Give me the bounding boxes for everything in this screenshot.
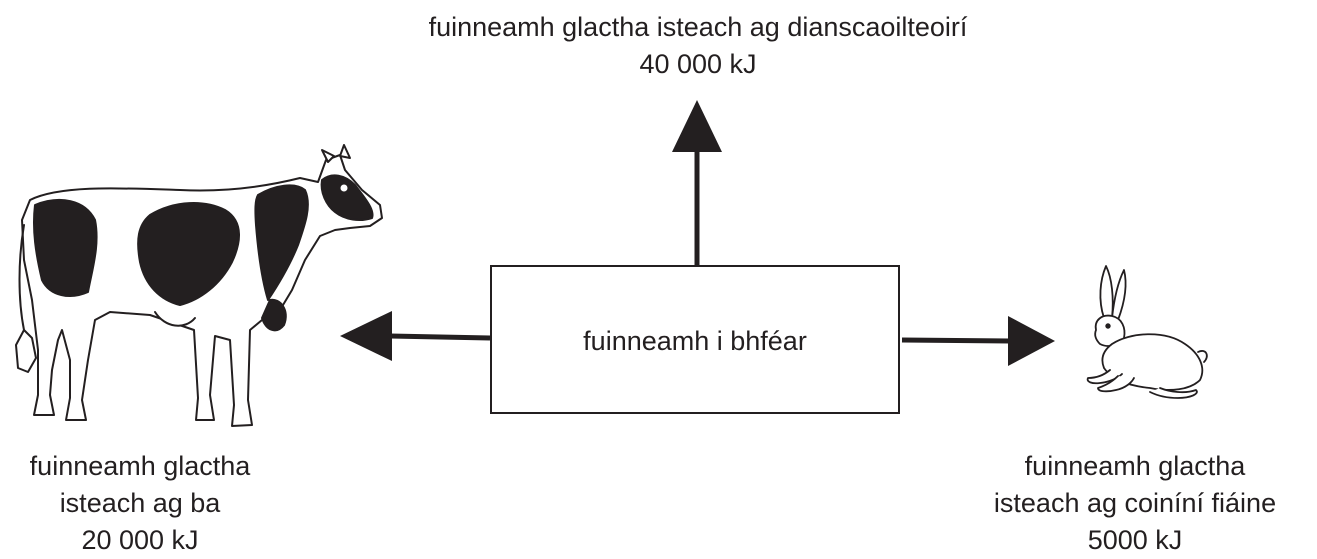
- rabbit-energy-value: 5000 kJ: [1087, 525, 1183, 555]
- rabbit-label-line1: fuinneamh glactha: [1024, 451, 1246, 481]
- rabbit-illustration: [1086, 265, 1208, 399]
- arrow-up-to-decomposers: [672, 100, 722, 265]
- grass-energy-box: fuinneamh i bhféar: [490, 265, 900, 414]
- decomposers-label: fuinneamh glactha isteach ag dianscaoilt…: [318, 9, 1078, 83]
- cow-energy-value: 20 000 kJ: [81, 525, 199, 555]
- cow-illustration: [15, 144, 383, 427]
- arrow-right-to-rabbit: [901, 316, 1055, 366]
- rabbit-label: fuinneamh glactha isteach ag coiníní fiá…: [960, 448, 1310, 559]
- decomposers-label-text: fuinneamh glactha isteach ag dianscaoilt…: [428, 12, 968, 42]
- arrow-left-to-cow: [340, 311, 491, 361]
- cow-label-line1: fuinneamh glactha: [29, 451, 251, 481]
- grass-energy-label: fuinneamh i bhféar: [583, 326, 807, 356]
- cow-label-line2: isteach ag ba: [59, 488, 221, 518]
- cow-label: fuinneamh glactha isteach ag ba 20 000 k…: [0, 448, 280, 559]
- rabbit-label-line2: isteach ag coiníní fiáine: [993, 488, 1277, 518]
- decomposers-energy-value: 40 000 kJ: [639, 49, 757, 79]
